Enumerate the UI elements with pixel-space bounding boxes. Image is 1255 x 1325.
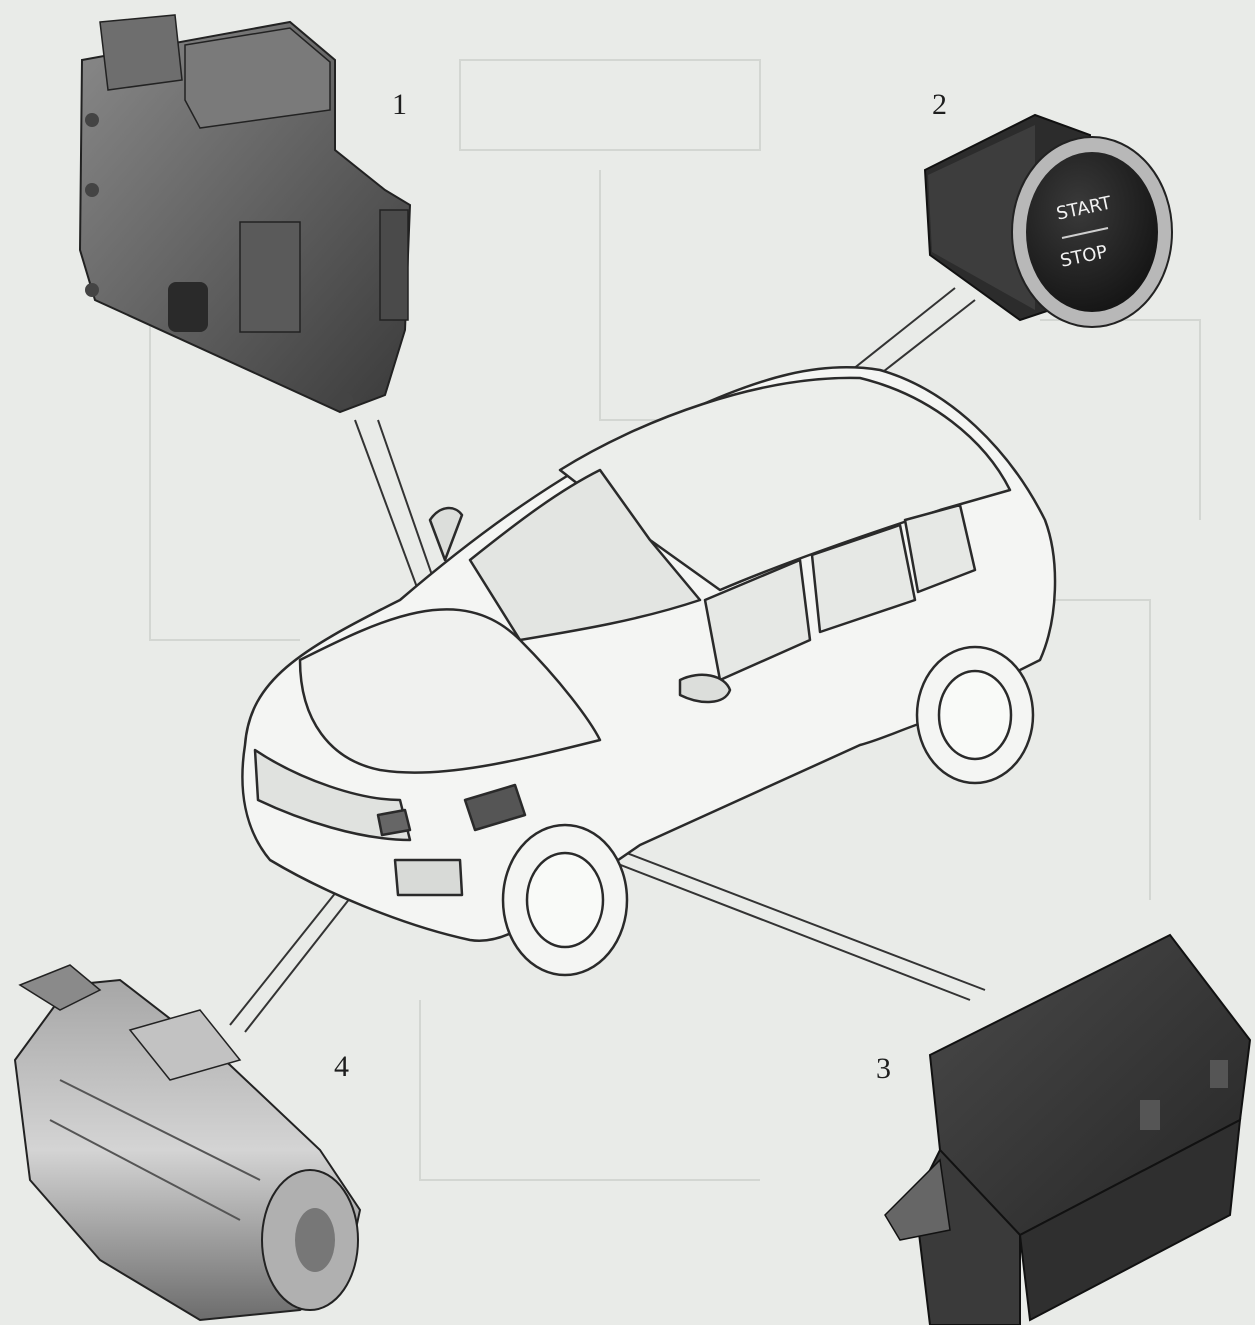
- fuse-box-icon: [884, 933, 1252, 1325]
- callout-4: 4: [334, 1050, 349, 1083]
- ecu-module-icon: [78, 14, 412, 414]
- car-illustration-icon: [241, 365, 1057, 977]
- starter-motor-icon: [13, 964, 362, 1322]
- callout-2: 2: [932, 88, 947, 121]
- callout-1: 1: [392, 88, 407, 121]
- callout-3: 3: [876, 1052, 891, 1085]
- start-stop-button-icon: START STOP: [923, 113, 1173, 328]
